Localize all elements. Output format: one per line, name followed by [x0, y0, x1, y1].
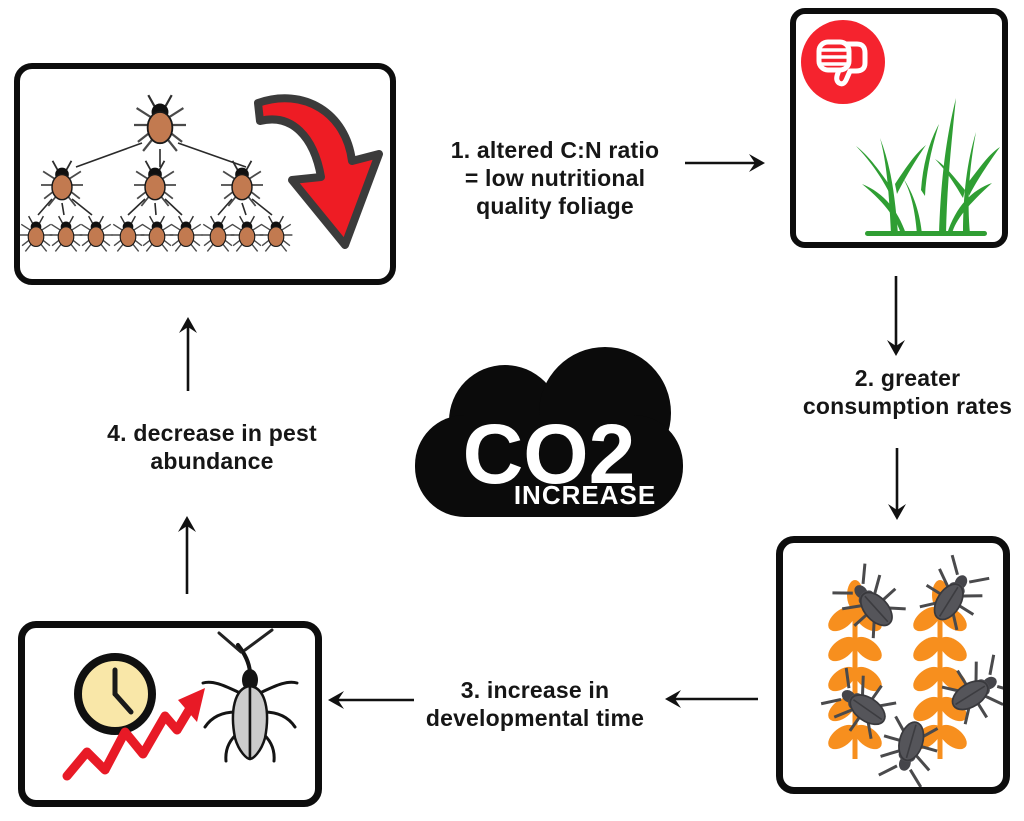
step3-label: 3. increase in developmental time — [405, 676, 665, 732]
co2-sublabel: INCREASE — [514, 480, 656, 510]
step2-line2: consumption rates — [802, 393, 1013, 419]
step3-line1: 3. increase in — [460, 677, 610, 703]
developmental-time-icon — [62, 628, 299, 781]
red-decline-arrow-icon — [254, 94, 383, 249]
step4-line2: abundance — [150, 448, 274, 474]
step1-label: 1. altered C:N ratio = low nutritional q… — [420, 136, 690, 220]
step2-line1: 2. greater — [854, 365, 961, 391]
family-tree-lines — [37, 142, 273, 216]
step1-line1: 1. altered C:N ratio — [450, 137, 660, 163]
pests-on-wheat-icon — [816, 550, 1003, 787]
thumbs-down-icon — [816, 39, 868, 87]
step4-label: 4. decrease in pest abundance — [82, 419, 342, 475]
rising-zigzag-arrow-icon — [62, 688, 205, 781]
arrow-step2-to-wheat-box — [888, 448, 906, 520]
box-low-quality-foliage — [790, 8, 1008, 248]
co2-cloud-icon: CO2 INCREASE — [415, 347, 683, 517]
arrow-step3-to-time-box — [328, 691, 414, 709]
box-pest-abundance-decline — [14, 63, 396, 285]
weevil-icon — [201, 628, 299, 763]
clock-icon — [74, 653, 156, 735]
arrow-foliage-box-to-step2 — [887, 276, 905, 356]
arrow-wheat-box-to-step3 — [665, 690, 758, 708]
thumbs-down-badge-icon — [801, 20, 885, 104]
step3-line2: developmental time — [425, 705, 645, 731]
step1-line3: quality foliage — [476, 193, 634, 219]
insect-family-tree-icon — [20, 93, 294, 253]
arrow-step4-to-abundance-box — [179, 317, 197, 391]
arrow-step1-to-foliage-box — [685, 154, 765, 172]
box-developmental-time — [18, 621, 322, 807]
box-pests-on-wheat — [776, 536, 1010, 794]
step1-line2: = low nutritional — [464, 165, 646, 191]
step2-label: 2. greater consumption rates — [785, 364, 1024, 420]
step4-line1: 4. decrease in pest — [107, 420, 317, 446]
arrow-time-box-to-step4 — [178, 516, 196, 594]
corn-plant-icon — [856, 98, 1000, 236]
co2-label: CO2 — [463, 407, 636, 501]
